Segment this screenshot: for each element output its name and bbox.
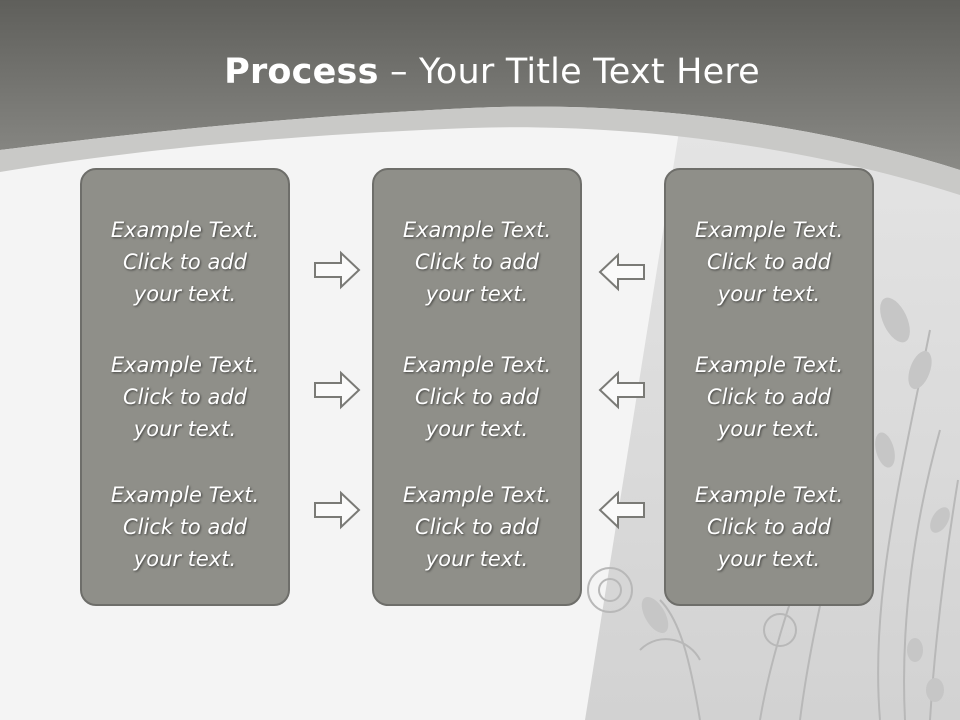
text-placeholder[interactable]: Example Text. Click to add your text.	[374, 349, 580, 445]
process-box-left[interactable]: Example Text. Click to add your text. Ex…	[80, 168, 290, 606]
process-box-center[interactable]: Example Text. Click to add your text. Ex…	[372, 168, 582, 606]
title-bold: Process	[224, 52, 379, 92]
text-line: Click to add	[414, 250, 539, 274]
arrow-left-icon	[598, 370, 645, 410]
text-line: Click to add	[414, 515, 539, 539]
text-placeholder[interactable]: Example Text. Click to add your text.	[666, 349, 872, 445]
text-line: Click to add	[122, 515, 247, 539]
text-line: your text.	[717, 417, 821, 441]
text-line: Example Text.	[110, 483, 260, 507]
text-line: your text.	[425, 282, 529, 306]
text-line: Example Text.	[694, 483, 844, 507]
text-placeholder[interactable]: Example Text. Click to add your text.	[666, 479, 872, 575]
text-line: Click to add	[706, 515, 831, 539]
arrow-left-icon	[598, 252, 645, 292]
text-line: your text.	[133, 282, 237, 306]
process-box-right[interactable]: Example Text. Click to add your text. Ex…	[664, 168, 874, 606]
text-line: Click to add	[414, 385, 539, 409]
text-placeholder[interactable]: Example Text. Click to add your text.	[82, 349, 288, 445]
text-placeholder[interactable]: Example Text. Click to add your text.	[374, 479, 580, 575]
text-line: Click to add	[122, 250, 247, 274]
text-line: Click to add	[706, 250, 831, 274]
arrow-left-icon	[598, 490, 645, 530]
text-line: Example Text.	[402, 218, 552, 242]
slide-title[interactable]: Process – Your Title Text Here	[0, 52, 960, 92]
arrow-right-icon	[314, 370, 361, 410]
text-line: your text.	[717, 282, 821, 306]
text-line: Example Text.	[402, 353, 552, 377]
text-line: Example Text.	[110, 218, 260, 242]
text-line: Click to add	[122, 385, 247, 409]
text-placeholder[interactable]: Example Text. Click to add your text.	[666, 214, 872, 310]
text-line: your text.	[133, 417, 237, 441]
arrow-right-icon	[314, 490, 361, 530]
title-rest: – Your Title Text Here	[378, 52, 760, 92]
text-line: your text.	[425, 547, 529, 571]
text-line: Example Text.	[694, 218, 844, 242]
arrow-right-icon	[314, 250, 361, 290]
text-placeholder[interactable]: Example Text. Click to add your text.	[82, 214, 288, 310]
text-line: Example Text.	[694, 353, 844, 377]
text-line: your text.	[133, 547, 237, 571]
text-line: Click to add	[706, 385, 831, 409]
text-placeholder[interactable]: Example Text. Click to add your text.	[82, 479, 288, 575]
text-line: your text.	[425, 417, 529, 441]
text-line: Example Text.	[402, 483, 552, 507]
text-line: your text.	[717, 547, 821, 571]
text-line: Example Text.	[110, 353, 260, 377]
text-placeholder[interactable]: Example Text. Click to add your text.	[374, 214, 580, 310]
